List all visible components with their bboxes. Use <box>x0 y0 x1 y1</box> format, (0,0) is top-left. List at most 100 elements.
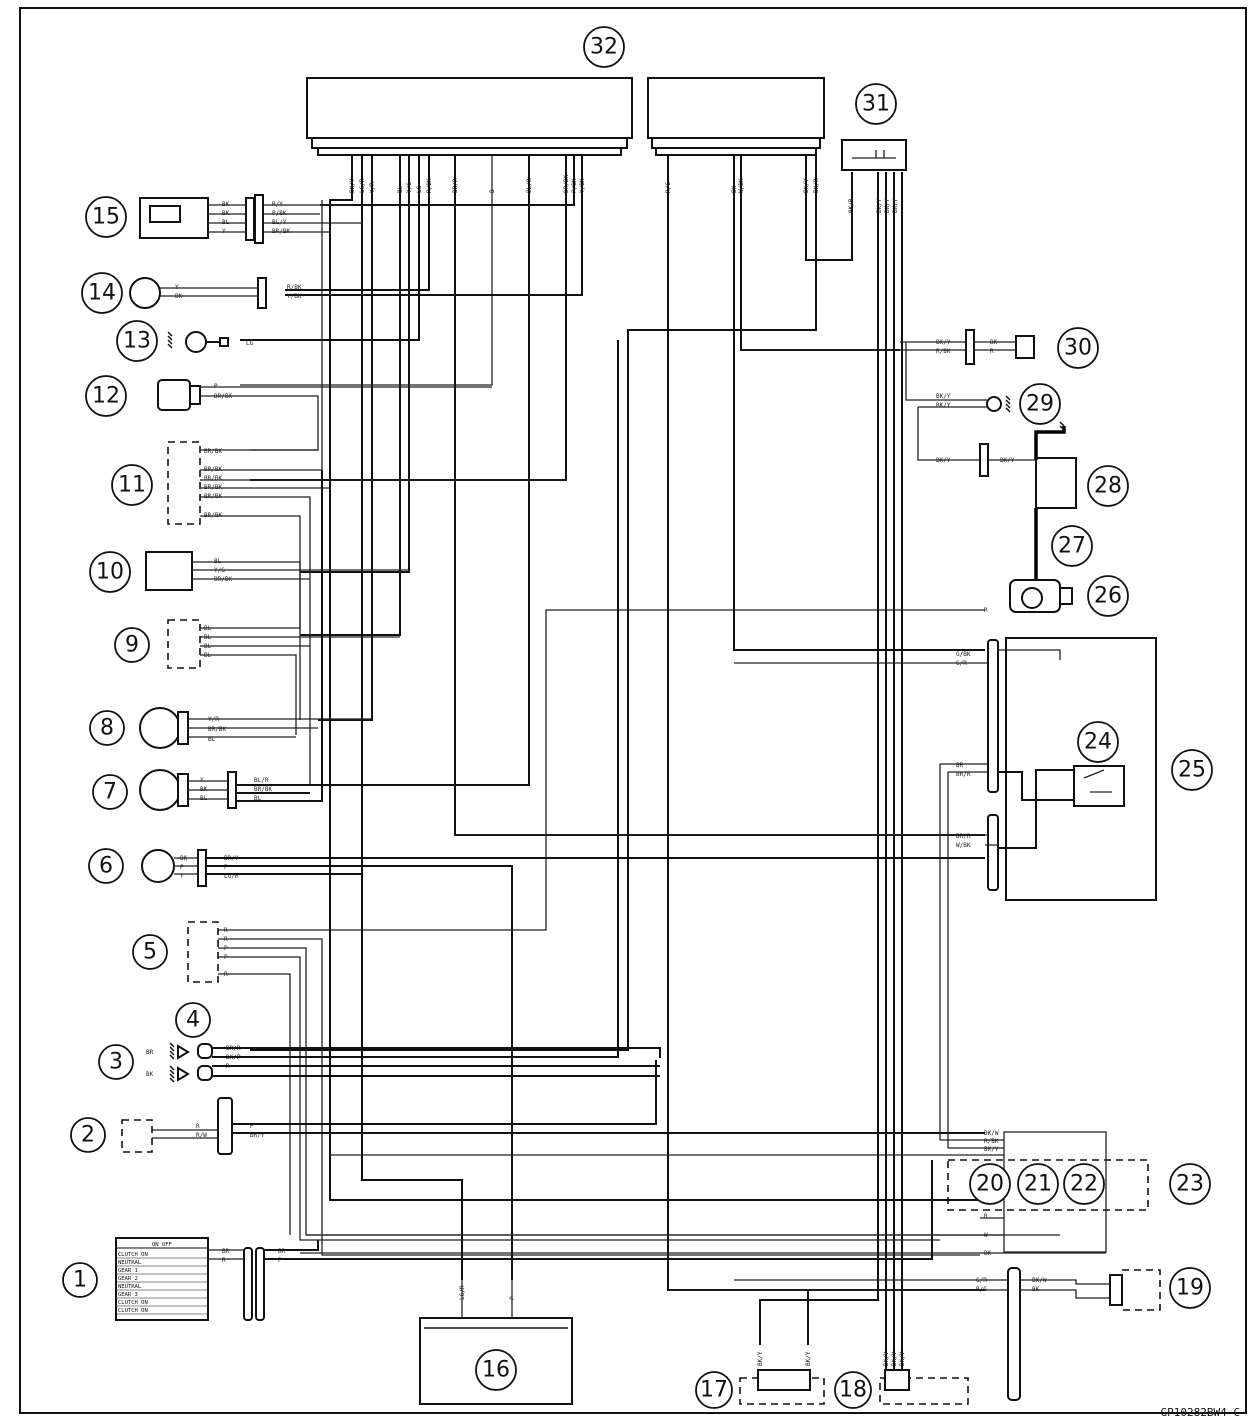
svg-text:BL: BL <box>254 795 262 802</box>
svg-text:BR/BK: BR/BK <box>208 726 226 733</box>
svg-text:BK/Y: BK/Y <box>936 393 951 400</box>
svg-text:BK/Y: BK/Y <box>805 1351 812 1366</box>
svg-text:7: 7 <box>103 780 117 805</box>
svg-text:31: 31 <box>862 92 890 117</box>
svg-text:8: 8 <box>100 716 114 741</box>
sensor-7: Y BK BL BL/R BR/BK BL <box>139 470 529 811</box>
svg-text:30: 30 <box>1064 336 1092 361</box>
sensor-10: BL Y/G BR/BK <box>145 551 409 630</box>
svg-text:R: R <box>222 1257 226 1264</box>
svg-text:LG/R: LG/R <box>224 873 239 880</box>
svg-text:BR: BR <box>222 1248 230 1255</box>
callout-23: 23 <box>1169 1163 1211 1205</box>
svg-text:18: 18 <box>839 1378 867 1403</box>
sensor-14: Y BK R/BK Y/BK <box>129 277 302 309</box>
svg-text:ON OFF: ON OFF <box>152 1242 172 1248</box>
sensor-28: BK/Y BK/Y <box>917 407 1077 509</box>
callout-2: 2 <box>70 1117 106 1153</box>
svg-text:BK/Y: BK/Y <box>936 402 951 409</box>
svg-text:CLUTCH ON: CLUTCH ON <box>118 1308 148 1314</box>
sensor-6: BK P Y BR/Y P LG/R <box>141 849 985 1280</box>
svg-text:P: P <box>180 864 184 871</box>
svg-text:Y: Y <box>180 873 184 880</box>
svg-text:20: 20 <box>976 1172 1004 1197</box>
svg-text:5: 5 <box>143 940 157 965</box>
callout-4: 4 <box>175 1002 211 1038</box>
svg-text:24: 24 <box>1084 730 1112 755</box>
svg-text:32: 32 <box>590 35 618 60</box>
svg-text:LG: LG <box>246 340 254 347</box>
sensor-30: BK/Y R/BK BK R <box>741 329 1035 365</box>
svg-text:28: 28 <box>1094 474 1122 499</box>
callout-16: 16 <box>475 1349 517 1391</box>
callout-8: 8 <box>89 710 125 746</box>
svg-text:P: P <box>250 1123 254 1130</box>
svg-text:GEAR 2: GEAR 2 <box>118 1276 138 1282</box>
callout-17: 17 <box>695 1371 733 1409</box>
callout-18: 18 <box>834 1371 872 1409</box>
svg-text:BR: BR <box>146 1049 154 1056</box>
svg-text:BK/Y: BK/Y <box>883 1351 890 1366</box>
ecu-right-codes: R/G BK W/BK BK/Y BK/R <box>665 178 820 193</box>
callout-15: 15 <box>85 196 127 238</box>
switch-19: G/R R/G BK/W BK <box>668 1267 1161 1401</box>
outer-border <box>19 7 1247 1414</box>
relay-24 <box>1073 765 1125 807</box>
svg-text:Y/BK: Y/BK <box>287 293 302 300</box>
svg-text:P: P <box>278 1257 282 1264</box>
svg-text:1: 1 <box>73 1268 87 1293</box>
component-26-27: R <box>984 508 1073 614</box>
svg-text:G/BK: G/BK <box>956 651 971 658</box>
callout-9: 9 <box>114 627 150 663</box>
callout-28: 28 <box>1087 465 1129 507</box>
svg-text:10: 10 <box>96 560 124 585</box>
callout-7: 7 <box>92 774 128 810</box>
svg-text:R/W: R/W <box>196 1132 207 1139</box>
svg-text:21: 21 <box>1024 1172 1052 1197</box>
connector-5: R R P P R <box>187 609 1060 1256</box>
callout-21: 21 <box>1017 1163 1059 1205</box>
svg-text:2: 2 <box>81 1123 95 1148</box>
svg-text:P: P <box>224 864 228 871</box>
svg-text:BK/W: BK/W <box>984 1130 999 1137</box>
callout-19: 19 <box>1169 1267 1211 1309</box>
switch-2: R R/W P BR/Y <box>121 1060 985 1155</box>
svg-text:GEAR 1: GEAR 1 <box>118 1268 138 1274</box>
callout-11: 11 <box>111 464 153 506</box>
callout-13: 13 <box>116 320 158 362</box>
svg-text:15: 15 <box>92 205 120 230</box>
sensor-29: BK/Y BK/Y <box>905 342 1011 413</box>
sensor-8: Y/R BR/BK BL <box>139 707 372 749</box>
svg-text:19: 19 <box>1176 1276 1204 1301</box>
callout-20: 20 <box>969 1163 1011 1205</box>
svg-text:GEAR 3: GEAR 3 <box>118 1292 138 1298</box>
relay-box-25: G/BK G/R BR BR/R BR/R W/BK <box>455 637 1157 1148</box>
switch-table-1: ON OFF CLUTCH ON NEUTRAL GEAR 1 GEAR 2 N… <box>115 1160 933 1321</box>
callout-1: 1 <box>62 1262 98 1298</box>
svg-text:9: 9 <box>125 633 139 658</box>
svg-text:BK/Y: BK/Y <box>876 198 883 213</box>
svg-text:BK/Y: BK/Y <box>757 1351 764 1366</box>
callout-6: 6 <box>88 848 124 884</box>
svg-text:BR: BR <box>956 762 964 769</box>
callout-22: 22 <box>1063 1163 1105 1205</box>
svg-text:13: 13 <box>123 329 151 354</box>
callout-10: 10 <box>89 551 131 593</box>
svg-text:17: 17 <box>700 1378 728 1403</box>
svg-text:27: 27 <box>1058 534 1086 559</box>
svg-text:14: 14 <box>88 281 116 306</box>
relay-15: BK BK BL Y R/Y P/BK BL/Y BR/BK <box>139 194 362 244</box>
connector-17-18: BK/Y BK/Y BK/Y BK/Y BK/Y <box>739 1351 969 1405</box>
svg-text:CLUTCH ON: CLUTCH ON <box>118 1300 148 1306</box>
ecu-trunk-wires <box>240 155 985 1380</box>
svg-text:BR/BK: BR/BK <box>204 475 222 482</box>
callout-5: 5 <box>132 934 168 970</box>
svg-text:W/BK: W/BK <box>956 842 971 849</box>
callout-14: 14 <box>81 272 123 314</box>
svg-text:BR/BK: BR/BK <box>204 448 222 455</box>
sensor-12: P BR/BK <box>157 379 492 451</box>
svg-text:BR/BK: BR/BK <box>254 786 272 793</box>
svg-text:NEUTRAL: NEUTRAL <box>118 1260 142 1266</box>
svg-text:BK/Y: BK/Y <box>984 1146 999 1153</box>
svg-text:BL/R: BL/R <box>254 777 269 784</box>
